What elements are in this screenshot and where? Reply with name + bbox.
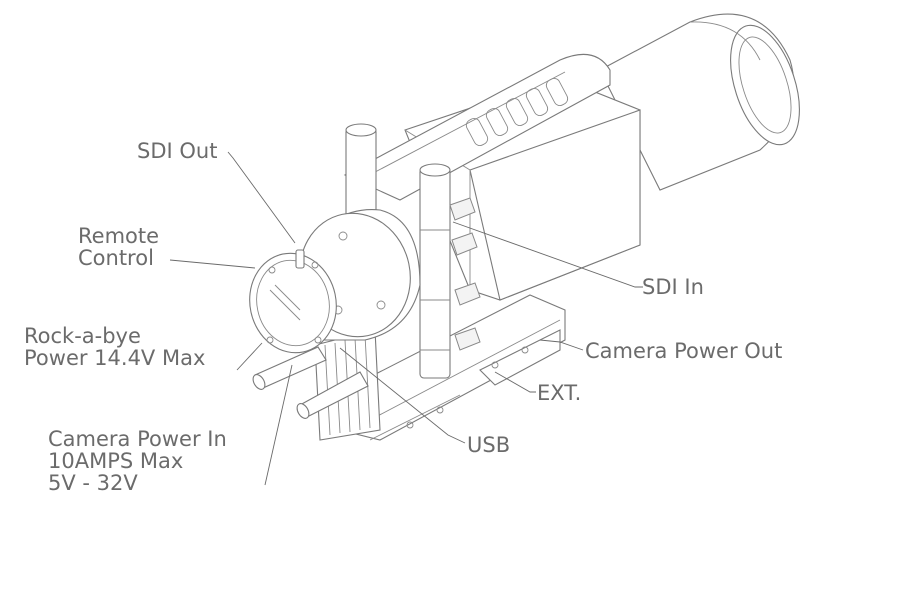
camera-power-out-label: Camera Power Out: [585, 339, 783, 363]
remote-control-label-line1: Remote: [78, 224, 160, 248]
callout-camera-power-in: Camera Power In 10AMPS Max 5V - 32V: [48, 428, 227, 494]
usb-label: USB: [467, 433, 511, 457]
sdi-in-label: SDI In: [642, 275, 704, 299]
callout-remote-control: Remote Control: [78, 225, 159, 269]
camera-power-in-label-line2: 10AMPS Max: [48, 449, 184, 473]
leader-lines: [169, 151, 643, 486]
callout-sdi-in: SDI In: [642, 276, 704, 298]
top-handle: [343, 53, 611, 201]
clamp-knobs: [449, 197, 481, 351]
handle-slots: [465, 78, 569, 146]
ext-label: EXT.: [537, 381, 582, 405]
front-cap: [249, 249, 337, 354]
callout-rock-a-bye: Rock-a-bye Power 14.4V Max: [24, 325, 205, 369]
rock-a-bye-label-line2: Power 14.4V Max: [24, 346, 206, 370]
callout-ext: EXT.: [537, 382, 581, 404]
sdi-out-label: SDI Out: [137, 139, 218, 163]
camera-power-in-label-line3: 5V - 32V: [48, 471, 138, 495]
remote-control-label-line2: Control: [78, 246, 154, 270]
callout-sdi-out: SDI Out: [137, 140, 217, 162]
lens-barrel: [599, 13, 800, 191]
power-cables: [252, 346, 369, 419]
rock-a-bye-label-line1: Rock-a-bye: [24, 324, 141, 348]
camera-power-in-label-line1: Camera Power In: [48, 427, 227, 451]
callout-usb: USB: [467, 434, 510, 456]
callout-camera-power-out: Camera Power Out: [585, 340, 782, 362]
